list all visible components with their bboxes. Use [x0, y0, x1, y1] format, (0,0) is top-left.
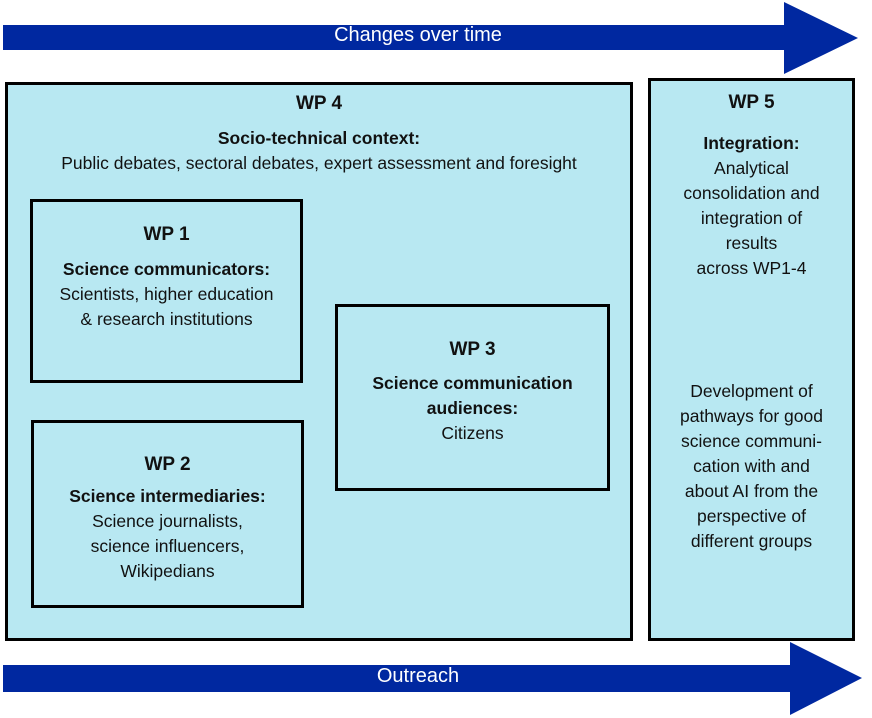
outreach-label: Outreach	[376, 665, 460, 687]
wp5-box: WP 5 Integration: Analytical consolidati…	[648, 78, 855, 641]
wp5-text-2: cation with and	[693, 456, 810, 476]
wp3-heading: Science communication	[372, 373, 573, 393]
outreach-arrow	[3, 642, 862, 715]
wp4-heading: Socio-technical context:	[217, 128, 421, 148]
wp2-text: Science journalists,	[92, 511, 243, 531]
wp2-text: Wikipedians	[120, 561, 215, 581]
wp1-title: WP 1	[143, 224, 190, 245]
wp5-title: WP 5	[728, 92, 775, 113]
wp5-text: Analytical	[714, 158, 789, 178]
wp3-box: WP 3 Science communication audiences: Ci…	[335, 304, 610, 491]
wp5-text: results	[725, 233, 778, 253]
wp5-text: across WP1-4	[696, 258, 807, 278]
wp4-title: WP 4	[295, 93, 343, 114]
changes-over-time-arrow	[3, 2, 858, 74]
wp5-text-2: about AI from the	[684, 481, 819, 501]
wp5-text-2: Development of	[690, 381, 813, 401]
wp3-heading: audiences:	[426, 398, 519, 418]
wp5-text-2: pathways for good	[679, 406, 823, 426]
wp4-text: Public debates, sectoral debates, expert…	[61, 153, 577, 173]
wp5-text-2: perspective of	[697, 506, 806, 526]
wp1-box: WP 1 Science communicators: Scientists, …	[30, 199, 303, 383]
wp1-heading: Science communicators:	[62, 259, 271, 279]
wp5-heading: Integration:	[703, 133, 800, 153]
wp5-text: consolidation and	[683, 183, 820, 203]
wp5-text-2: different groups	[690, 531, 813, 551]
wp1-text: & research institutions	[80, 309, 253, 329]
wp5-text-2: science communi-	[680, 431, 823, 451]
wp2-text: science influencers,	[90, 536, 245, 556]
changes-over-time-label: Changes over time	[334, 24, 502, 46]
wp3-title: WP 3	[449, 339, 496, 360]
wp2-title: WP 2	[144, 454, 191, 475]
wp5-text: integration of	[700, 208, 803, 228]
wp2-heading: Science intermediaries:	[69, 486, 266, 506]
wp1-text: Scientists, higher education	[59, 284, 274, 304]
wp2-box: WP 2 Science intermediaries: Science jou…	[31, 420, 304, 608]
wp3-text: Citizens	[441, 423, 504, 443]
